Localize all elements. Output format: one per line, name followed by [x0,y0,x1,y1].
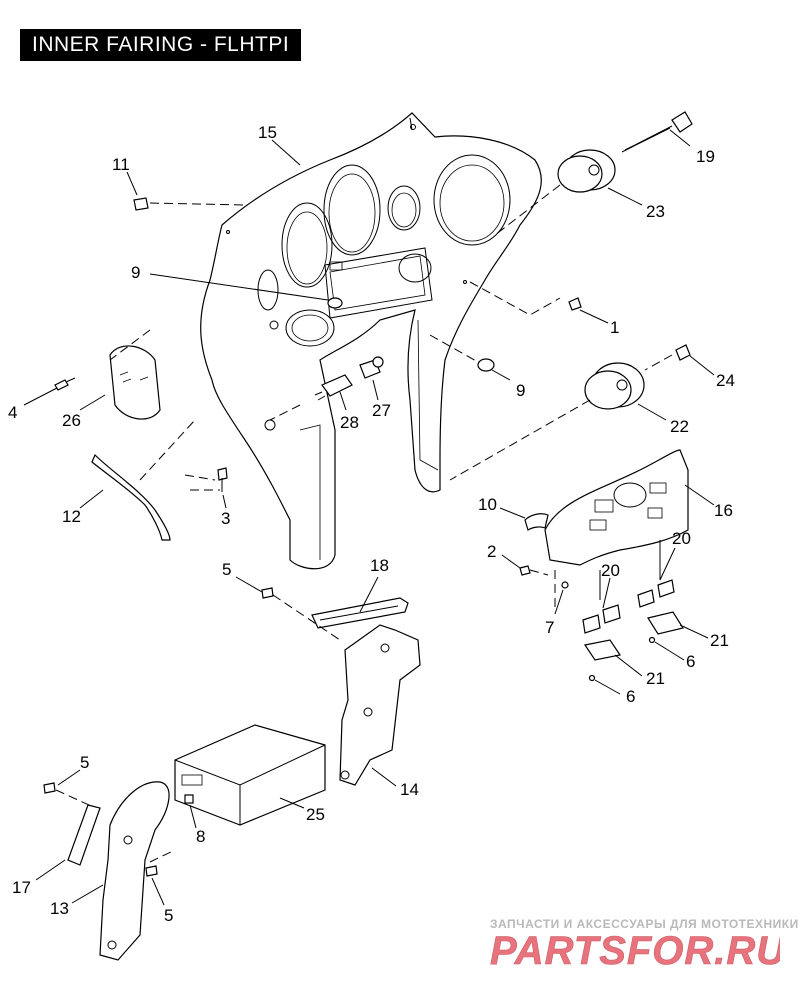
callout-14: 14 [400,780,419,799]
watermark-logo: PARTSFOR.RU [490,929,780,974]
part-11-clip [133,197,246,211]
part-24-jack [644,344,691,371]
part-4-screw [54,377,76,391]
part-9-grommets [327,297,495,372]
callout-labels: 15 11 19 23 9 1 4 26 9 24 28 27 22 10 16… [8,123,735,925]
callout-15: 15 [258,123,277,142]
part-23-speaker [494,149,616,236]
part-1-pin [469,281,582,316]
callout-3: 3 [221,509,230,528]
part-7-nut [554,570,569,610]
part-21-brackets [584,611,684,682]
callout-5c: 5 [164,906,173,925]
callout-1: 1 [610,318,619,337]
callout-7: 7 [545,618,554,637]
callout-16: 16 [714,501,733,520]
part-17-strap [67,804,101,866]
callout-5a: 5 [222,560,231,579]
callout-23: 23 [646,202,665,221]
callout-28: 28 [340,413,359,432]
callout-22: 22 [670,417,689,436]
callout-18: 18 [370,556,389,575]
part-16-lower-panel [544,449,689,566]
callout-20a: 20 [672,529,691,548]
part-26-bracket [109,329,161,420]
callout-24: 24 [716,371,735,390]
diagram-title: INNER FAIRING - FLHTPI [20,29,302,61]
part-14-mounting-bracket [339,624,421,786]
callout-6a: 6 [686,652,695,671]
part-5-screws [43,587,341,877]
watermark-logo-text: PARTSFOR.RU [490,929,780,973]
callout-19: 19 [696,147,715,166]
part-8-clip [184,794,194,804]
callout-9b: 9 [516,381,525,400]
part-20-switches [582,540,675,634]
callout-12: 12 [62,507,81,526]
part-25-radio-module [174,724,326,826]
watermark-tagline: ЗАПЧАСТИ И АКСЕССУАРЫ ДЛЯ МОТОТЕХНИКИ [490,917,799,931]
part-2-screw [519,565,549,576]
part-12-trim [91,419,196,541]
callout-27: 27 [372,401,391,420]
callout-5b: 5 [80,753,89,772]
part-3-screw [184,467,228,492]
leader-lines [23,129,715,906]
callout-10: 10 [478,495,497,514]
callout-2: 2 [487,542,496,561]
part-13-lower-bracket [99,781,170,961]
callout-6b: 6 [626,687,635,706]
part-27-knob [359,356,384,379]
callout-21b: 21 [646,669,665,688]
callout-9a: 9 [131,263,140,282]
part-19-connector [621,111,693,153]
callout-21a: 21 [710,631,729,650]
inner-fairing-part [200,112,542,570]
callout-11: 11 [112,155,130,174]
callout-20b: 20 [601,561,620,580]
callout-26: 26 [62,411,81,430]
part-10-seal [524,513,549,531]
callout-13: 13 [50,899,69,918]
part-28-switch [269,374,353,421]
callout-25: 25 [306,805,325,824]
part-18-bracket [311,597,409,629]
part-22-speaker [449,362,645,481]
callout-17: 17 [12,878,31,897]
callout-8: 8 [196,827,205,846]
callout-4: 4 [8,403,17,422]
